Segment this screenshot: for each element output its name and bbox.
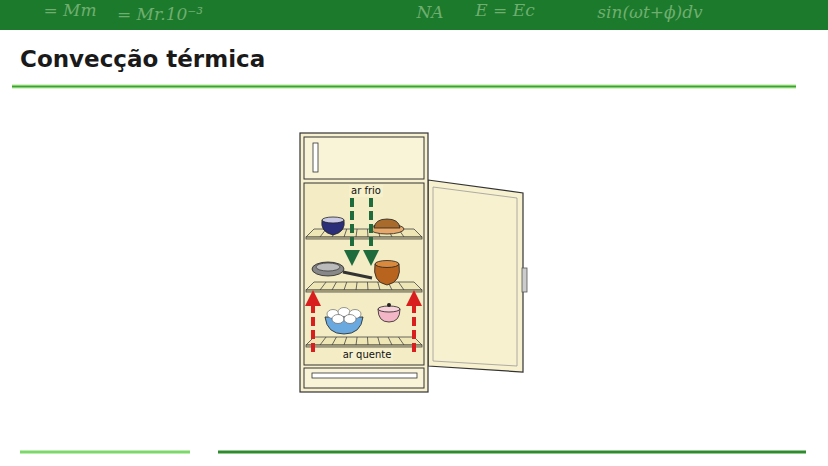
hot-air-arrow — [313, 298, 414, 352]
header-formula: = Mr.10⁻³ — [117, 4, 203, 24]
header-formula: sin(ωt+ϕ)dv — [597, 2, 702, 22]
shelf-wire — [388, 337, 392, 345]
bread — [374, 219, 400, 228]
title-glow — [12, 84, 796, 89]
shelf-wire — [367, 229, 369, 237]
shelf-wire — [367, 337, 369, 345]
shelf-wire — [332, 282, 336, 290]
shelf-wire — [320, 337, 326, 345]
frying-pan — [312, 262, 344, 276]
slide-title: Convecção térmica — [20, 46, 265, 72]
door-seal — [433, 187, 517, 366]
pan-handle — [343, 272, 372, 278]
compartment — [304, 183, 424, 365]
shelf-wire — [320, 282, 326, 290]
shelf-edge — [306, 237, 422, 239]
cold-air-arrow — [352, 198, 371, 258]
shelf-wire — [378, 337, 380, 345]
air-label: ar frio — [349, 185, 383, 197]
shelf-wire — [398, 282, 404, 290]
lid-knob — [387, 303, 391, 307]
drawer-handle — [312, 373, 417, 378]
footer-rule — [20, 451, 190, 454]
footer-rule — [218, 451, 806, 454]
header-band — [0, 0, 828, 30]
pan-inside — [316, 263, 340, 271]
shelf-edge — [306, 290, 422, 292]
shelf-wire — [356, 282, 357, 290]
pot-rim — [322, 217, 344, 223]
header-formula: = Mm — [43, 0, 96, 20]
shelf-wire — [356, 337, 357, 345]
fridge-body — [300, 133, 428, 392]
shelf-wire — [344, 282, 347, 290]
shelf-wire — [367, 282, 369, 290]
fridge-door — [428, 180, 523, 372]
shelf-wire — [332, 337, 336, 345]
drawer — [304, 368, 424, 388]
shelf-wire — [344, 337, 347, 345]
eggs — [327, 308, 361, 324]
air-label: ar quente — [341, 349, 394, 361]
shelf — [306, 337, 422, 345]
shelf-wire — [398, 337, 404, 345]
shelf-wire — [356, 229, 357, 237]
pot-rim — [375, 261, 399, 268]
shelf-edge — [306, 345, 422, 347]
freezer-handle — [313, 143, 318, 172]
title-rule — [12, 86, 796, 88]
shelf-wire — [344, 229, 347, 237]
shelf — [306, 282, 422, 290]
header-formula: NA — [416, 2, 443, 22]
header-formula: E = Ec — [475, 0, 534, 20]
door-handle — [522, 268, 527, 292]
shelf-wire — [378, 282, 380, 290]
freezer — [304, 137, 424, 179]
shelves — [306, 229, 422, 347]
shelf — [306, 229, 422, 237]
